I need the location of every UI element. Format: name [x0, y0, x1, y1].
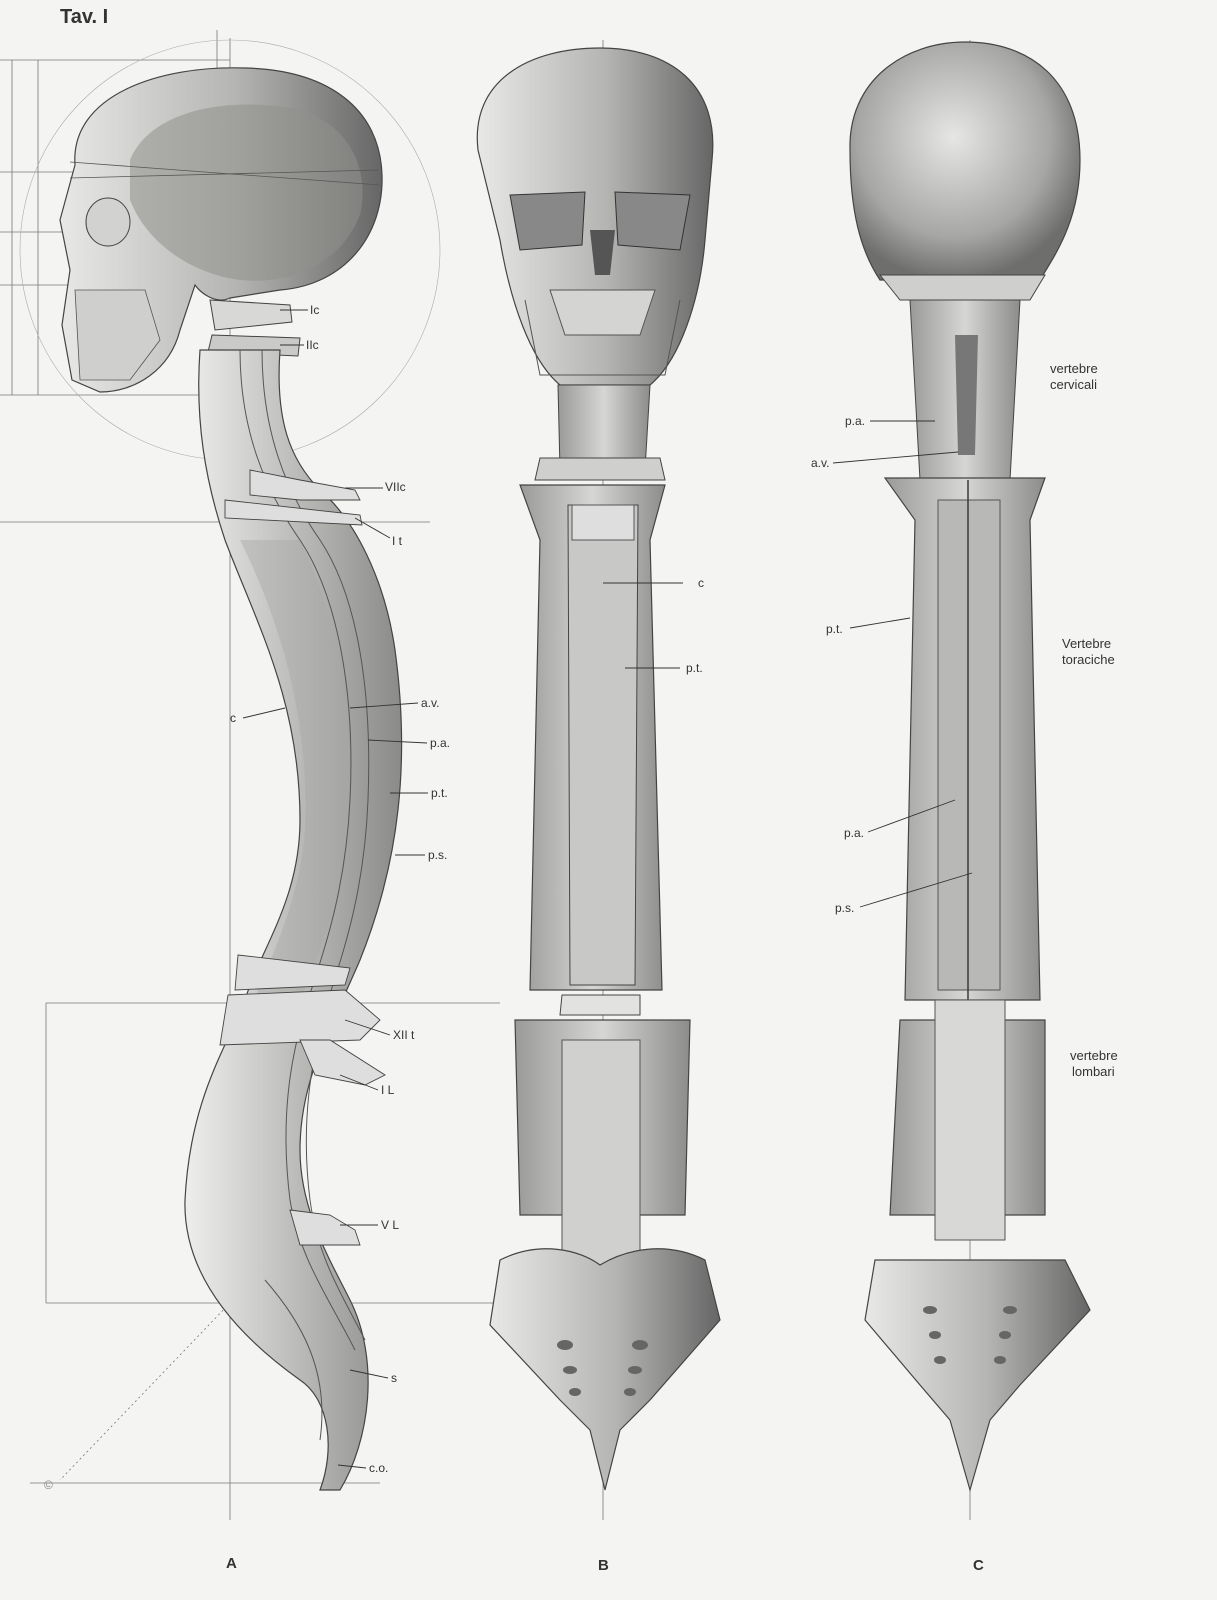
label-a-co: c.o. — [369, 1461, 389, 1475]
sacrum-posterior — [864, 1259, 1091, 1493]
label-b-c: c — [698, 576, 704, 590]
figure-c-posterior-view — [832, 41, 1091, 1493]
label-c-cervical-line1: vertebre — [1050, 361, 1098, 376]
copyright-mark: © — [44, 1478, 53, 1492]
label-a-c: c — [230, 711, 236, 725]
label-a-pa: p.a. — [430, 736, 451, 750]
figure-letter-a: A — [226, 1555, 237, 1572]
label-b-pt: p.t. — [686, 661, 703, 675]
label-a-pt: p.t. — [431, 786, 448, 800]
figure-letter-b: B — [598, 1557, 609, 1574]
label-a-vl: V L — [381, 1218, 400, 1232]
label-c-thoracic-line1: Vertebre — [1062, 636, 1112, 651]
label-a-av: a.v. — [421, 696, 440, 710]
label-c-pa-upper: p.a. — [845, 414, 866, 428]
label-a-xiit: XII t — [393, 1028, 415, 1042]
label-a-il: I L — [381, 1083, 395, 1097]
label-c-av: a.v. — [811, 456, 830, 470]
label-c-lumbar-line2: lombari — [1072, 1064, 1115, 1079]
label-a-ps: p.s. — [428, 848, 448, 862]
sacrum-anterior — [489, 1248, 721, 1491]
label-a-viic: VIIc — [385, 480, 406, 494]
label-a-it: I t — [392, 534, 403, 548]
label-c-cervical-line2: cervicali — [1050, 377, 1097, 392]
figure-letter-c: C — [973, 1557, 984, 1574]
figure-b-anterior-view — [476, 47, 721, 1491]
vertebral-column-body — [184, 349, 403, 1491]
label-c-thoracic-line2: toraciche — [1062, 652, 1115, 667]
label-c-pa-lower: p.a. — [844, 826, 865, 840]
label-c-pt: p.t. — [826, 622, 843, 636]
label-a-iic: IIc — [306, 338, 319, 352]
plate-title: Tav. I — [60, 6, 109, 28]
label-a-ic: Ic — [310, 303, 320, 317]
label-c-lumbar-line1: vertebre — [1070, 1048, 1118, 1063]
label-a-s: s — [391, 1371, 397, 1385]
label-c-ps: p.s. — [835, 901, 855, 915]
figure-a-lateral-view — [59, 67, 428, 1491]
skull-posterior — [849, 41, 1081, 281]
